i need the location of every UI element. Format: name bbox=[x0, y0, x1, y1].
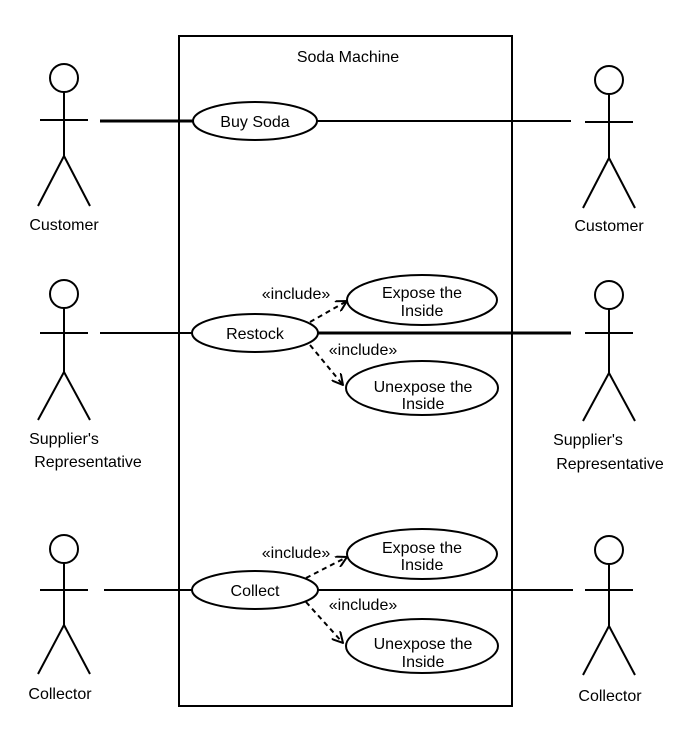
use-case-label-line-2: Inside bbox=[402, 396, 445, 413]
include-arrow-restock-expose bbox=[309, 301, 347, 323]
actor-label: Customer bbox=[574, 218, 644, 235]
include-label-restock-unexpose: «include» bbox=[329, 342, 398, 359]
actor-label: Customer bbox=[29, 217, 99, 234]
actor-label-line-2: Representative bbox=[34, 454, 142, 471]
associations bbox=[100, 119, 573, 591]
stick-figure-icon bbox=[37, 534, 91, 675]
include-label-collect-expose: «include» bbox=[262, 545, 331, 562]
actor-label-line-2: Representative bbox=[556, 456, 664, 473]
actor-label: Collector bbox=[578, 688, 642, 705]
use-case-label-line-1: Unexpose the bbox=[374, 636, 473, 653]
use-case-label-line-2: Inside bbox=[401, 303, 444, 320]
actor-label-line-1: Supplier's bbox=[553, 432, 623, 449]
actor-customer-right: Customer bbox=[574, 65, 644, 235]
use-case-buy-soda: Buy Soda bbox=[192, 101, 318, 141]
actor-supplier-right: Supplier's Representative bbox=[553, 280, 664, 473]
stick-figure-icon bbox=[582, 280, 636, 422]
use-case-label-line-2: Inside bbox=[402, 654, 445, 671]
use-case-label-line-1: Expose the bbox=[382, 285, 462, 302]
use-case-restock: Restock bbox=[191, 313, 319, 353]
include-label-collect-unexpose: «include» bbox=[329, 597, 398, 614]
use-case-restock-unexpose-inside: Unexpose the Inside bbox=[345, 360, 499, 416]
include-relations bbox=[305, 301, 347, 643]
system-boundary bbox=[178, 35, 513, 707]
actor-supplier-left: Supplier's Representative bbox=[29, 279, 142, 471]
use-case-collect-unexpose-inside: Unexpose the Inside bbox=[345, 618, 499, 674]
actor-label: Collector bbox=[28, 686, 92, 703]
use-case-label-line-1: Expose the bbox=[382, 540, 462, 557]
actor-collector-right: Collector bbox=[578, 535, 642, 705]
include-label-restock-expose: «include» bbox=[262, 286, 331, 303]
use-case-label: Restock bbox=[226, 326, 285, 343]
actor-collector-left: Collector bbox=[28, 534, 92, 703]
include-arrow-collect-expose bbox=[305, 557, 347, 579]
stick-figure-icon bbox=[582, 535, 636, 676]
use-case-label: Buy Soda bbox=[220, 114, 289, 131]
actor-customer-left: Customer bbox=[29, 63, 99, 234]
use-case-collect: Collect bbox=[191, 570, 319, 610]
actor-label-line-1: Supplier's bbox=[29, 431, 99, 448]
use-case-label-line-1: Unexpose the bbox=[374, 379, 473, 396]
use-case-label-line-2: Inside bbox=[401, 557, 444, 574]
stick-figure-icon bbox=[37, 279, 91, 421]
use-case-restock-expose-inside: Expose the Inside bbox=[346, 274, 498, 326]
stick-figure-icon bbox=[37, 63, 91, 207]
use-case-collect-expose-inside: Expose the Inside bbox=[346, 528, 498, 580]
use-case-label: Collect bbox=[231, 583, 280, 600]
stick-figure-icon bbox=[582, 65, 636, 209]
system-title: Soda Machine bbox=[297, 49, 399, 66]
include-arrow-collect-unexpose bbox=[305, 601, 343, 643]
